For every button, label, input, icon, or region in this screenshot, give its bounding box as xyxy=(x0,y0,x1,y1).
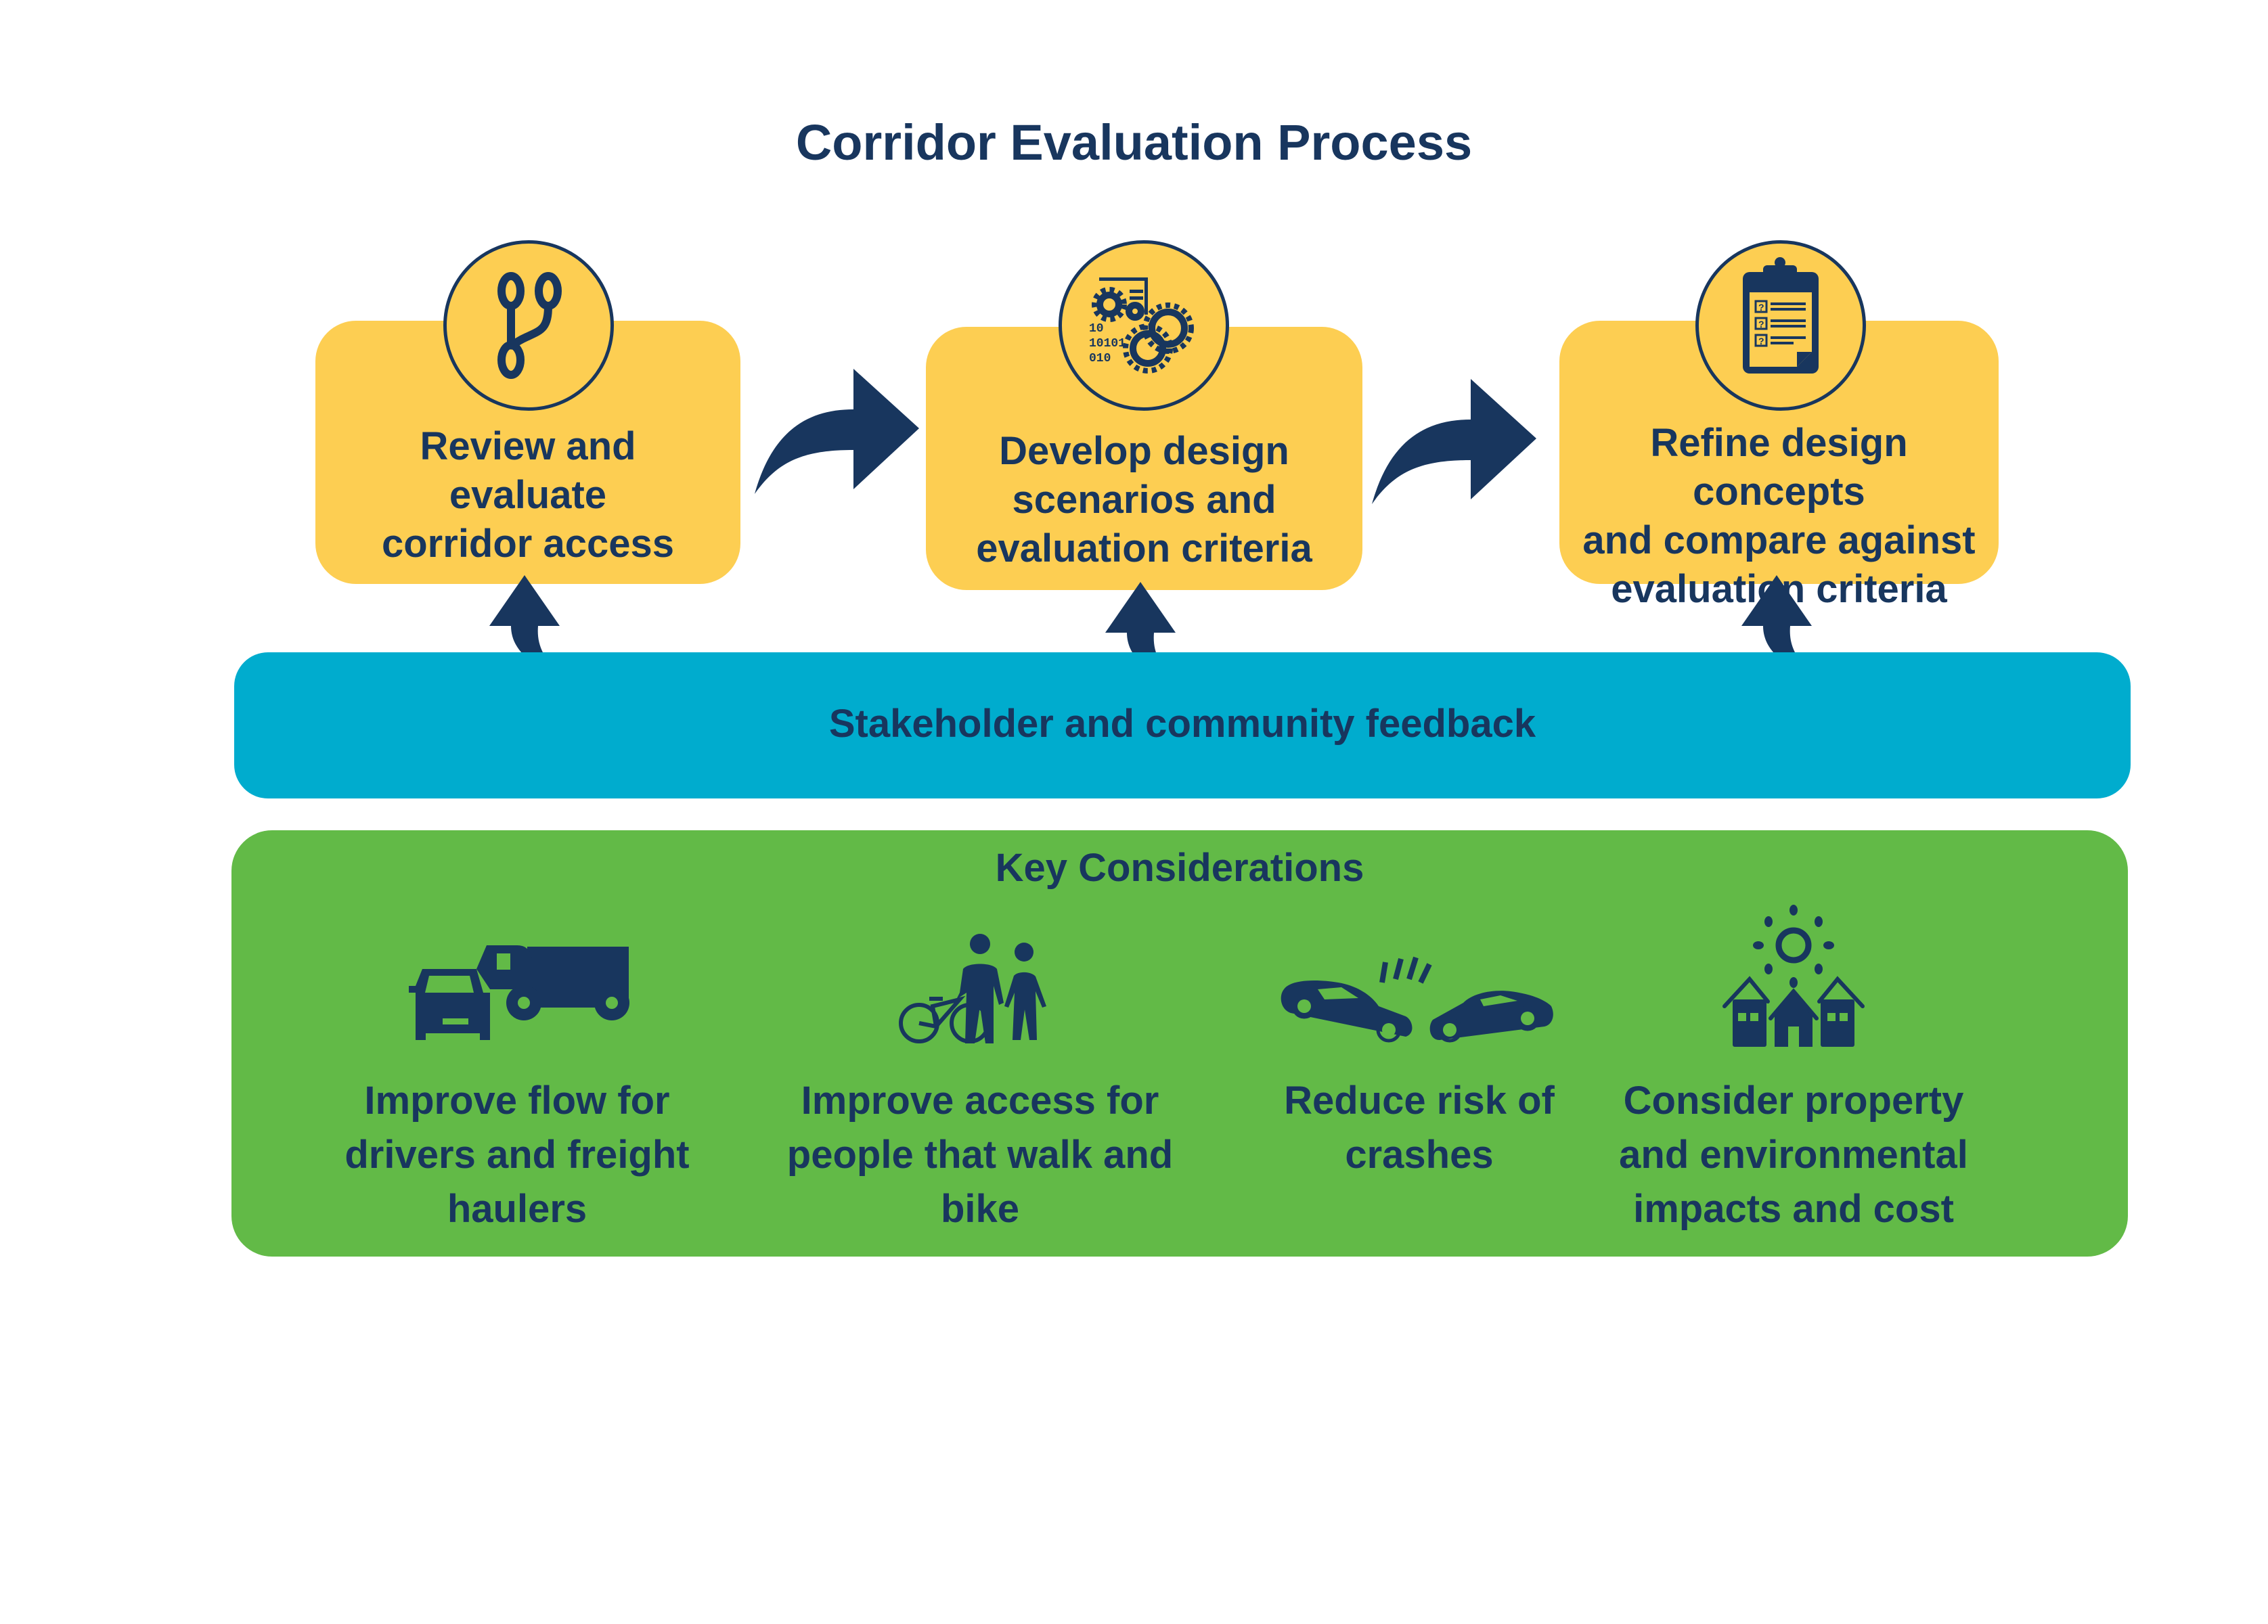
key-considerations-title: Key Considerations xyxy=(995,846,1364,890)
step-icon-circle xyxy=(443,240,614,411)
step-line: scenarios and xyxy=(1012,478,1276,522)
step-icon-circle: ? ? ? xyxy=(1695,240,1866,411)
consideration-item: Consider property and environmental impa… xyxy=(1584,905,2003,1236)
consideration-line: people that walk and xyxy=(786,1133,1174,1177)
key-considerations-panel: Key Considerations Improve flow for xyxy=(231,830,2128,1257)
consideration-line: and environmental xyxy=(1619,1133,1968,1177)
consideration-item: Reduce risk of crashes xyxy=(1209,911,1629,1182)
gears-code-icon: 10 10101 010 xyxy=(1089,277,1194,374)
consideration-line: Reduce risk of xyxy=(1284,1079,1555,1123)
feedback-label: Stakeholder and community feedback xyxy=(828,702,1536,746)
consideration-line: Improve access for xyxy=(801,1079,1159,1123)
svg-text:10101: 10101 xyxy=(1089,337,1126,351)
car-crash-icon xyxy=(1281,956,1553,1043)
diagram-title: Corridor Evaluation Process xyxy=(795,114,1473,171)
step-box-develop: Develop design scenarios and evaluation … xyxy=(926,327,1362,590)
consideration-line: bike xyxy=(940,1187,1020,1231)
feedback-bar: Stakeholder and community feedback xyxy=(234,652,2131,798)
svg-text:?: ? xyxy=(1758,302,1764,313)
step-box-refine: Refine design concepts and compare again… xyxy=(1559,321,1999,611)
consideration-item: Improve access for people that walk and … xyxy=(770,911,1190,1236)
svg-text:10: 10 xyxy=(1089,322,1104,336)
consideration-line: haulers xyxy=(447,1187,587,1231)
curved-arrow-up-icon xyxy=(1741,575,1817,679)
step-line: Review and xyxy=(420,424,636,468)
car-truck-icon xyxy=(409,945,629,1040)
step-line: corridor access xyxy=(381,522,675,566)
consideration-line: impacts and cost xyxy=(1633,1187,1954,1231)
step-text: Refine design concepts and compare again… xyxy=(1559,419,1999,614)
step-line: evaluation criteria xyxy=(976,526,1312,570)
branch-icon xyxy=(497,272,562,379)
pedestrian-bike-icon xyxy=(899,934,1046,1043)
step-icon-circle: 10 10101 010 xyxy=(1059,240,1229,411)
svg-text:?: ? xyxy=(1758,336,1764,346)
step-line: Refine design concepts xyxy=(1650,421,1908,514)
consideration-line: crashes xyxy=(1345,1133,1494,1177)
step-line: Develop design xyxy=(999,429,1289,473)
consideration-line: Improve flow for xyxy=(364,1079,670,1123)
houses-sun-icon xyxy=(1722,905,1865,1047)
curved-arrow-right-icon xyxy=(1372,379,1536,504)
svg-text:?: ? xyxy=(1758,319,1764,330)
step-line: evaluate xyxy=(449,473,607,517)
curved-arrow-right-icon xyxy=(755,369,919,494)
clipboard-checklist-icon: ? ? ? xyxy=(1743,257,1819,374)
consideration-line: drivers and freight xyxy=(344,1133,690,1177)
curved-arrow-up-icon xyxy=(1105,582,1181,685)
consideration-line: Consider property xyxy=(1623,1079,1964,1123)
step-text: Review and evaluate corridor access xyxy=(315,422,740,568)
curved-arrow-up-icon xyxy=(489,575,565,679)
consideration-item: Improve flow for drivers and freight hau… xyxy=(307,911,727,1236)
step-line: and compare against xyxy=(1582,518,1976,562)
svg-text:010: 010 xyxy=(1089,352,1111,365)
step-text: Develop design scenarios and evaluation … xyxy=(926,427,1362,573)
